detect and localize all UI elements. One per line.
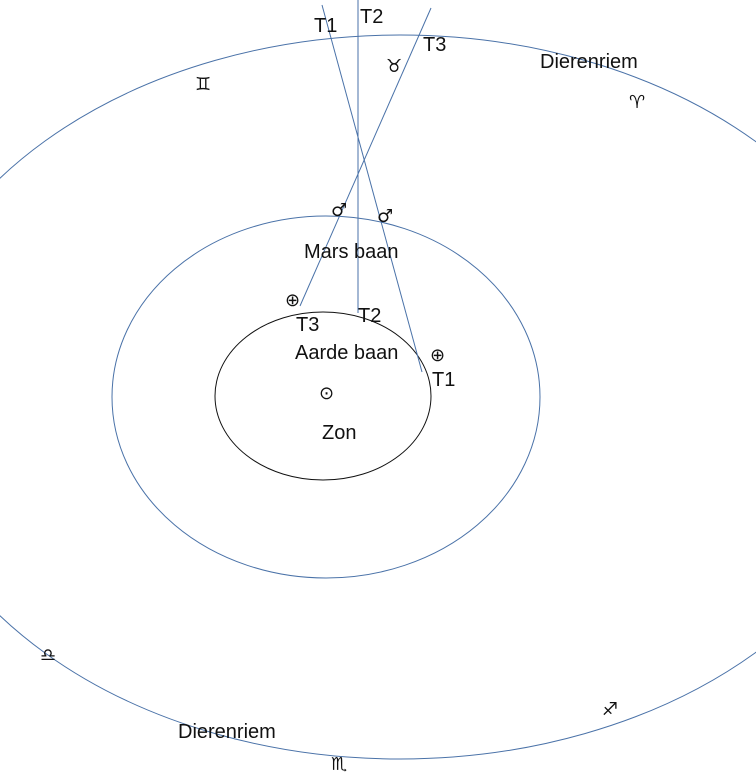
libra-icon: ♎ bbox=[40, 645, 57, 666]
label-t1-earth: T1 bbox=[432, 369, 456, 391]
sagittarius-icon: ♐ bbox=[602, 699, 619, 720]
mars-orbit-ellipse bbox=[111, 215, 541, 579]
label-zodiac-bottom: Dierenriem bbox=[178, 721, 276, 743]
earth-icon: ⊕ bbox=[430, 345, 446, 366]
zodiac-ellipse bbox=[0, 34, 756, 760]
taurus-icon: ♉ bbox=[386, 56, 403, 77]
gemini-icon: ♊ bbox=[195, 74, 212, 95]
label-t3-earth: T3 bbox=[296, 314, 320, 336]
sightline-t3 bbox=[299, 7, 432, 307]
aries-icon: ♈ bbox=[629, 92, 646, 113]
label-earth-orbit: Aarde baan bbox=[295, 342, 399, 364]
sightline-t1 bbox=[321, 4, 423, 373]
label-sun: Zon bbox=[322, 422, 357, 444]
mars-icon: ♂ bbox=[331, 200, 348, 221]
label-t1-top: T1 bbox=[314, 15, 338, 37]
label-t2-top: T2 bbox=[360, 6, 384, 28]
label-t2-earth: T2 bbox=[358, 305, 382, 327]
label-t3-top: T3 bbox=[423, 34, 447, 56]
mars-icon: ♂ bbox=[377, 206, 394, 227]
earth-icon: ⊕ bbox=[285, 290, 301, 311]
earth-orbit-ellipse bbox=[214, 311, 432, 481]
label-mars-orbit: Mars baan bbox=[304, 241, 399, 263]
sun-icon: ⊙ bbox=[319, 383, 335, 404]
label-zodiac-top: Dierenriem bbox=[540, 51, 638, 73]
scorpio-icon: ♏ bbox=[331, 754, 348, 775]
